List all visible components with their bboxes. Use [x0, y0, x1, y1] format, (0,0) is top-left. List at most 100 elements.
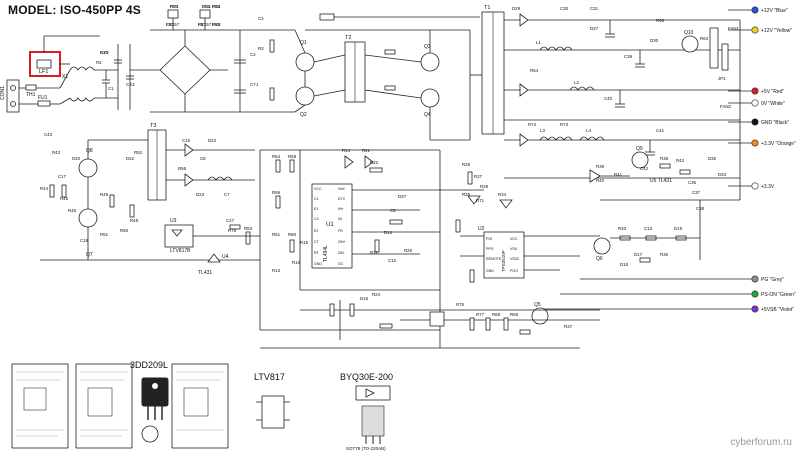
output-dot[interactable] [751, 182, 759, 190]
output-dot[interactable] [751, 290, 759, 298]
pwm-controller: U1 TL494L VCC C1 E1 C2 E2 CT RT GND Vref… [260, 149, 440, 331]
output-dot[interactable] [751, 305, 759, 313]
component-designator: R20 [100, 50, 109, 55]
component-designator: C39 [624, 54, 633, 59]
output-label: +5V "Red" [761, 89, 784, 95]
transistor-q9[interactable] [631, 151, 649, 169]
component-designator: D15 [360, 296, 369, 301]
datasheet-thumb-2[interactable] [75, 363, 133, 449]
component-designator: R15 [300, 240, 309, 245]
output-dot[interactable] [751, 6, 759, 14]
svg-text:DTC: DTC [338, 197, 346, 201]
component-designator: R73 [560, 122, 569, 127]
jumper-j26[interactable] [429, 311, 445, 327]
svg-text:E1: E1 [314, 207, 318, 211]
transistor-q3[interactable] [420, 52, 440, 72]
ic-u1-tl494[interactable] [311, 183, 353, 269]
component-designator: R78 [228, 228, 237, 233]
component-designator: R74 [528, 122, 537, 127]
shunt-regulator-u4[interactable] [207, 253, 221, 263]
svg-text:E2: E2 [314, 229, 318, 233]
component-designator: FR157 [198, 22, 212, 27]
component-designator: R3 [258, 46, 264, 51]
fuse-fu1 [37, 100, 51, 107]
component-designator: R64 [530, 68, 539, 73]
component-designator: FAN1 [728, 26, 740, 31]
component-designator: C30 [560, 6, 569, 11]
output-dot[interactable] [751, 87, 759, 95]
svg-text:2IN+: 2IN+ [338, 240, 346, 244]
component-designator: R75 [456, 302, 465, 307]
output-label: +12V "Blue" [761, 8, 788, 14]
fan-jumper[interactable] [709, 27, 719, 69]
svg-text:C2: C2 [314, 217, 319, 221]
u1-name: U1 [326, 222, 334, 228]
connector-pin-l [10, 85, 16, 91]
component-designator: R24 [372, 292, 381, 297]
u4-name: U4 [222, 254, 229, 260]
transistor-q6[interactable] [593, 237, 611, 255]
component-designator: PD1 [170, 4, 179, 9]
component-designator: R14 [342, 148, 351, 153]
transistor-q1[interactable] [295, 52, 315, 72]
svg-text:VS33: VS33 [510, 257, 519, 261]
component-designator: R34 [498, 192, 507, 197]
component-designator: R50 [120, 228, 129, 233]
svg-text:PGO: PGO [510, 269, 518, 273]
component-designator: C33 [202, 4, 211, 9]
output-dot[interactable] [751, 118, 759, 126]
component-designator: R68 [492, 312, 501, 317]
component-designator: R49 [100, 192, 109, 197]
component-designator: R13 [272, 268, 281, 273]
svg-text:GND: GND [486, 269, 494, 273]
output-label: +3.3V "Orange" [761, 141, 796, 147]
ic-u2-tps3510[interactable] [483, 231, 525, 279]
component-designator: R43 [52, 150, 61, 155]
transistor-q2[interactable] [295, 86, 315, 106]
schematic-title: MODEL: ISO-450PP 4S [8, 3, 141, 17]
svg-text:2IN-: 2IN- [338, 251, 346, 255]
u3-name: U3 [170, 218, 177, 224]
transistor-label: Q6 [596, 256, 603, 262]
svg-text:IN+: IN+ [338, 207, 344, 211]
component-designator: R19 [212, 22, 221, 27]
component-designator: CX3 [126, 82, 135, 87]
component-designator: R37 [564, 324, 573, 329]
component-designator: R83 [244, 226, 253, 231]
component-designator: R56 [178, 166, 187, 171]
component-designator: PR2 [212, 22, 221, 27]
svg-text:FB: FB [338, 229, 343, 233]
datasheet-thumb-1[interactable] [11, 363, 69, 449]
component-designator: R39 [596, 164, 605, 169]
component-designator: R18 [212, 4, 221, 9]
half-bridge-section [240, 11, 505, 141]
component-designator: R48 [130, 218, 139, 223]
component-designator: D22 [126, 156, 135, 161]
output-dot[interactable] [751, 26, 759, 34]
output-dot[interactable] [751, 275, 759, 283]
transformer-label: T3 [150, 123, 156, 129]
datasheet-thumb-4[interactable] [171, 363, 229, 449]
component-designator: C37 [692, 190, 701, 195]
transistor-q8[interactable] [78, 158, 98, 178]
transistor-q7[interactable] [78, 208, 98, 228]
component-designator: R26 [404, 248, 413, 253]
transistor-q4[interactable] [420, 88, 440, 108]
output-dot[interactable] [751, 99, 759, 107]
optocoupler-u3[interactable] [164, 224, 194, 248]
transistor-label: Q2 [300, 112, 307, 118]
output-connectors [540, 9, 752, 310]
component-designator: C13 [644, 226, 653, 231]
mains-connector[interactable] [6, 79, 20, 113]
output-label: PS-ON "Green" [761, 292, 796, 298]
output-dot[interactable] [751, 139, 759, 147]
u2-name: U2 [478, 226, 485, 232]
component-designator: L4 [586, 128, 591, 133]
svg-text:VCC: VCC [510, 237, 518, 241]
transistor-q10[interactable] [681, 35, 699, 53]
component-designator: R59 [272, 190, 281, 195]
svg-text:Vref: Vref [338, 187, 344, 191]
output-label: +3.3V [761, 184, 775, 190]
svg-text:REMOTE: REMOTE [486, 257, 502, 261]
